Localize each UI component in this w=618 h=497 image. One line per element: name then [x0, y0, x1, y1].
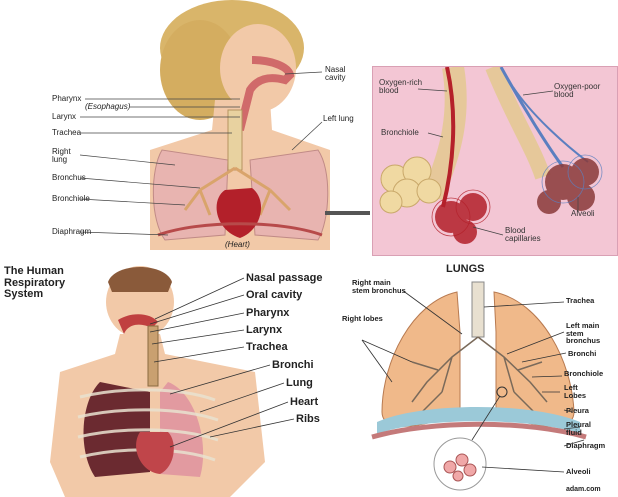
bottom-right-panel: LUNGS Right main stem bronchus Right lob…: [342, 262, 618, 497]
label-pharynx: Pharynx: [52, 95, 81, 103]
label-bronchi-male: Bronchi: [272, 360, 314, 371]
label-heart-male: Heart: [290, 397, 318, 408]
label-bronchiole: Bronchiole: [52, 195, 90, 203]
top-right-panel: Oxygen-rich blood Oxygen-poor blood Bron…: [372, 66, 618, 256]
label-nasal-cavity: Nasal cavity: [325, 66, 345, 82]
label-alveoli-detail: Alveoli: [571, 210, 595, 218]
label-right-lobes: Right lobes: [342, 315, 383, 323]
label-left-lung: Left lung: [323, 115, 354, 123]
label-trachea: Trachea: [52, 129, 81, 137]
lungs-title: LUNGS: [446, 264, 485, 275]
label-larynx: Larynx: [52, 113, 76, 121]
label-trachea-male: Trachea: [246, 342, 288, 353]
label-lung-male: Lung: [286, 378, 313, 389]
system-title: The Human Respiratory System: [4, 266, 65, 301]
label-pleura: Pleura: [566, 407, 589, 415]
label-right-lung: Right lung: [52, 148, 71, 164]
label-nasal-passage: Nasal passage: [246, 273, 322, 284]
label-oral-cavity: Oral cavity: [246, 290, 302, 301]
label-bronchi-lungs: Bronchi: [568, 350, 596, 358]
label-pleural-fluid: Pleural fluid: [566, 421, 591, 436]
label-oxygen-rich-blood: Oxygen-rich blood: [379, 79, 422, 95]
label-heart: (Heart): [225, 241, 250, 249]
label-left-lobes: Left Lobes: [564, 384, 586, 399]
label-oxygen-poor-blood: Oxygen-poor blood: [554, 83, 600, 99]
label-esophagus: (Esophagus): [85, 103, 130, 111]
label-bronchiole-lungs: Bronchiole: [564, 370, 603, 378]
label-blood-capillaries: Blood capillaries: [505, 227, 541, 243]
label-bronchiole-detail: Bronchiole: [381, 129, 419, 137]
label-ribs-male: Ribs: [296, 414, 320, 425]
bottom-left-panel: The Human Respiratory System Nasal passa…: [0, 262, 340, 497]
label-diaphragm-lungs: Diaphragm: [566, 442, 605, 450]
label-right-main-stem-bronchus: Right main stem bronchus: [352, 279, 406, 294]
label-alveoli-lungs: Alveoli: [566, 468, 591, 476]
label-larynx-male: Larynx: [246, 325, 282, 336]
credit-text: adam.com: [566, 486, 601, 493]
label-bronchus: Bronchus: [52, 174, 86, 182]
label-diaphragm: Diaphragm: [52, 228, 91, 236]
top-left-panel: Nasal cavity Pharynx (Esophagus) Larynx …: [0, 0, 370, 255]
label-pharynx-male: Pharynx: [246, 308, 289, 319]
label-left-main-stem-bronchus: Left main stem bronchus: [566, 322, 600, 345]
label-trachea-lungs: Trachea: [566, 297, 594, 305]
